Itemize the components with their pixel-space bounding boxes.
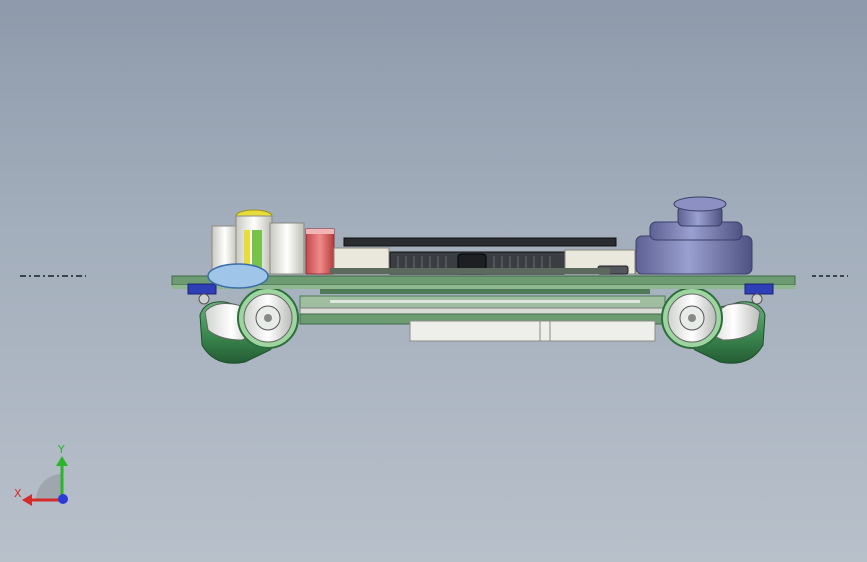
x-axis-label: X [14,487,22,500]
right-wheel [661,287,766,364]
capacitors [207,209,335,289]
left-wheel [199,287,299,364]
y-axis-label: Y [57,443,65,456]
z-axis-dot [58,494,68,504]
x-axis-arrowhead [22,494,32,506]
blue-mounts [187,283,774,305]
triad-plane-icon [36,474,62,500]
joystick [635,196,753,275]
main-pcb [171,275,796,294]
y-axis-arrowhead [56,456,68,466]
